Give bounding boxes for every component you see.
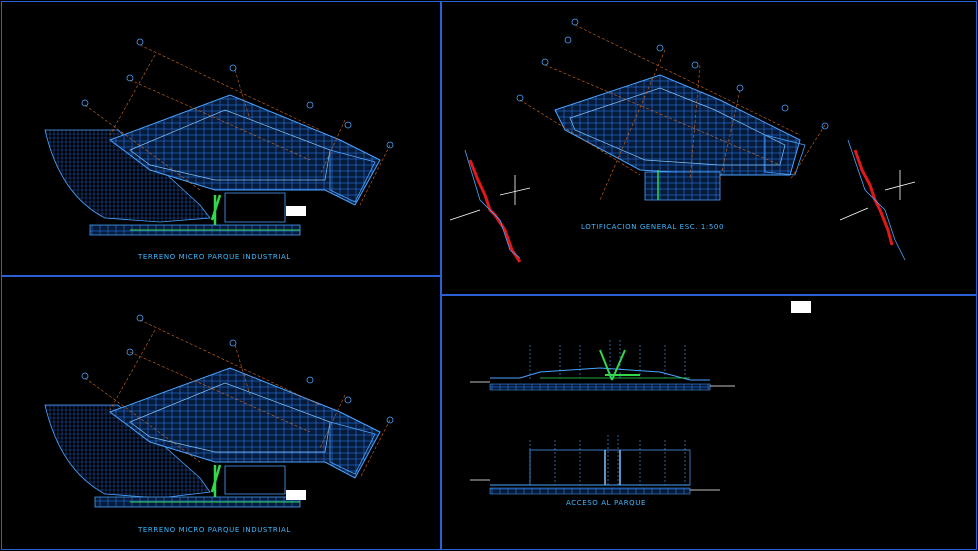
site-plan-bottom-left xyxy=(44,314,394,508)
panel-bottom-right xyxy=(441,295,977,550)
caption-bottom-left: TERRENO MICRO PARQUE INDUSTRIAL xyxy=(138,526,291,534)
panel-top-left xyxy=(1,1,441,276)
panel-bottom-left xyxy=(1,276,441,550)
lot-plan-top-right xyxy=(449,18,916,263)
caption-top-left: TERRENO MICRO PARQUE INDUSTRIAL xyxy=(138,253,291,261)
access-sections-bottom-right xyxy=(470,340,735,495)
site-plan-top-left xyxy=(44,38,394,236)
caption-top-right: LOTIFICACION GENERAL ESC. 1:500 xyxy=(581,223,725,231)
scale-tag-bottom-left xyxy=(286,490,306,500)
caption-bottom-right: ACCESO AL PARQUE xyxy=(566,499,647,507)
scale-tag-top-left xyxy=(286,206,306,216)
panel-top-right xyxy=(441,1,977,295)
scale-tag-bottom-right xyxy=(791,301,811,313)
